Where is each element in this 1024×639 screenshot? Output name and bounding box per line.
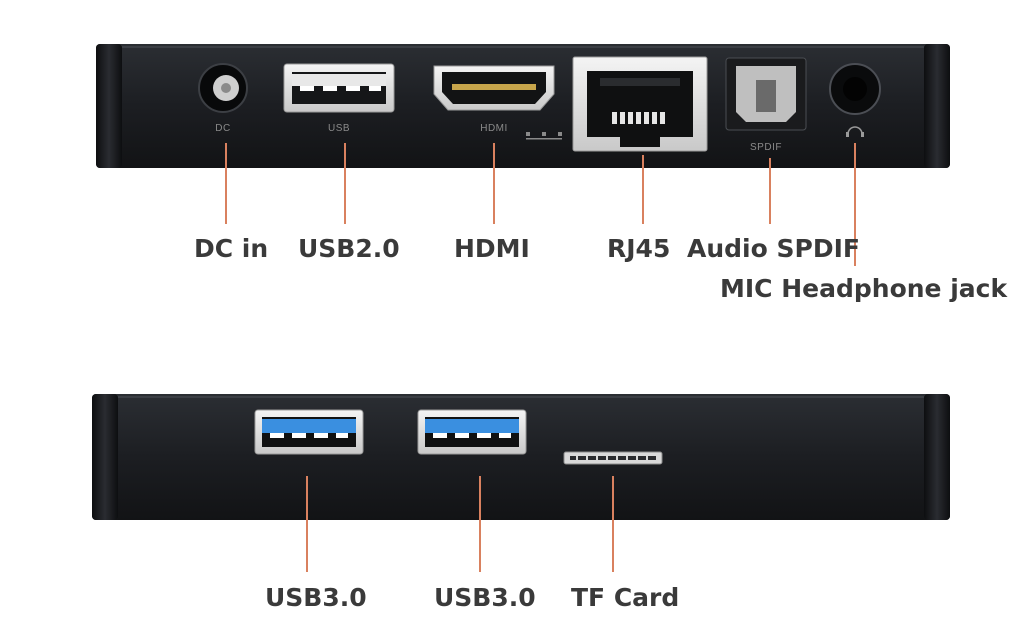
spdif-port-print: SPDIF	[750, 142, 782, 153]
label-hdmi: HDMI	[454, 234, 530, 263]
rear-right-foot	[924, 44, 950, 168]
headphone-icon	[847, 126, 863, 135]
hdmi-port-print: HDMI	[480, 123, 508, 134]
label-rj45: RJ45	[607, 234, 671, 263]
label-tf-card: TF Card	[571, 583, 680, 612]
usb-port-print: USB	[328, 123, 350, 134]
tf-card-slot	[563, 451, 663, 465]
label-audio-spdif: Audio SPDIF	[687, 234, 860, 263]
label-usb3-b: USB3.0	[434, 583, 536, 612]
network-icon	[526, 132, 562, 140]
side-right-foot	[924, 394, 950, 520]
rear-left-foot	[96, 44, 122, 168]
spdif-port: SPDIF	[725, 57, 807, 153]
rear-callout-lines	[225, 143, 856, 266]
label-usb2: USB2.0	[298, 234, 400, 263]
rj45-port	[572, 56, 708, 152]
headphone-port	[829, 63, 881, 137]
side-panel	[92, 394, 950, 520]
label-mic-headphone: MIC Headphone jack	[720, 274, 1008, 303]
dc-port-print: DC	[215, 123, 230, 134]
usb2-port: USB	[283, 63, 395, 134]
side-callout-lines	[306, 476, 614, 572]
hdmi-port: HDMI	[433, 65, 562, 140]
dc-port: DC	[198, 63, 248, 134]
usb3-port-b	[417, 409, 527, 455]
label-dc-in: DC in	[194, 234, 269, 263]
usb3-port-a	[254, 409, 364, 455]
side-left-foot	[92, 394, 118, 520]
rear-panel: DC USB HDMI	[96, 44, 950, 168]
label-usb3-a: USB3.0	[265, 583, 367, 612]
